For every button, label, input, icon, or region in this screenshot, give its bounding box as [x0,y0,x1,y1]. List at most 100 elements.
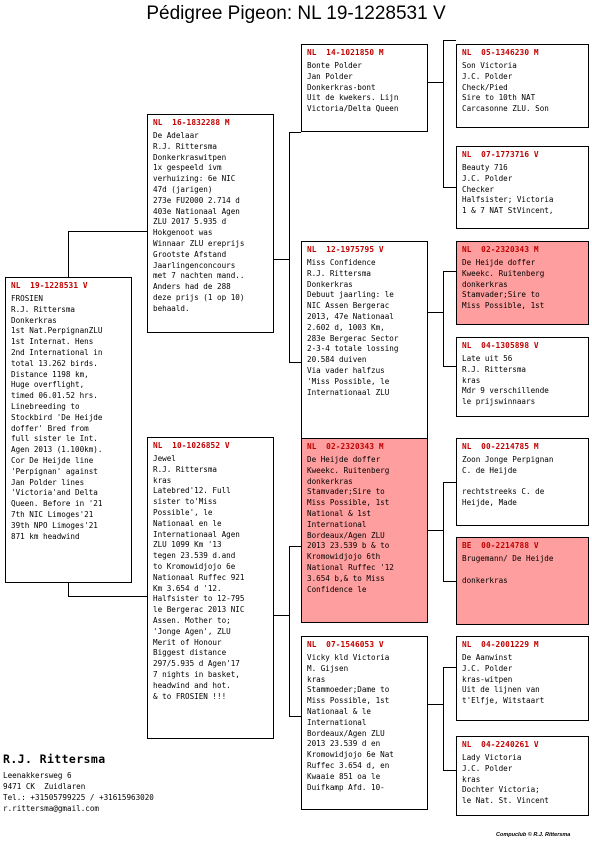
pedigree-line: Miss Possible, 1st [307,498,390,508]
pedigree-line: Distance 1198 km, [11,369,89,379]
pedigree-line: 283e Bergerac Sector [307,333,399,343]
pedigree-line: Checker [462,184,495,194]
pedigree-line: Beauty 716 [462,163,508,172]
pedigree-line: Zoon Jonge Perpignan [462,455,554,464]
pedigree-line: 297/5.935 d Agen'17 [153,659,240,669]
pedigree-line: kras [462,375,481,385]
ring-number: NL 07-1546053 V [307,640,384,649]
pedigree-line: le prijswinnaars [462,397,536,407]
pedigree-line: deze prijs (1 op 10) [153,292,245,302]
pedigree-line: Jan Polder [307,71,353,81]
pedigree-line: 1 & 7 NAT StVincent, [462,206,554,216]
pedigree-line: to Kromowidjojo 6e [153,561,236,571]
pedigree-line: Miss Possible, 1st [462,301,545,311]
pedigree-line: Anders had de 288 [153,282,231,292]
pedigree-line: Check/Pied [462,82,508,92]
pedigree-line: Dochter Victoria; [462,785,540,795]
pedigree-line: 1st Internat. Hens [11,337,94,347]
pedigree-line: Late uit 56 [462,354,513,363]
owner-email[interactable]: r.rittersma@gmail.com [3,804,100,813]
pedigree-line: Hokgenoot was [153,228,213,238]
pedigree-line: De Adelaar [153,131,199,140]
pedigree-line: National & 1st [307,508,372,518]
pedigree-line: Latebred'12. Full [153,486,231,496]
pedigree-line: Bordeaux/Agen ZLU [307,530,385,540]
pedigree-line: Kweekc. Ruitenberg [307,465,390,475]
pedigree-line: verhuizing: 6e NIC [153,174,236,184]
ring-number: NL 10-1026852 V [153,441,230,450]
pedigree-line: Carcasonne ZLU. Son [462,104,549,114]
pedigree-line: R.J. Rittersma [153,464,218,474]
pedigree-line: le Nat. St. Vincent [462,796,549,806]
pedigree-line: Huge overflight, [11,380,85,390]
pedigree-line: J.C. Polder [462,173,513,183]
pedigree-line: Confidence le [307,584,367,594]
pedigree-line: 'Miss Possible, le [307,376,390,386]
pedigree-line: J.C. Polder [462,663,513,673]
pedigree-line: Kweekc. Ruitenberg [462,268,545,278]
pedigree-line: 'Victoria'and Delta [11,488,98,498]
pedigree-line: kras [307,674,326,684]
pedigree-line: Brugemann/ De Heijde [462,554,554,563]
pedigree-line: 3.654 b,& to Miss [307,573,385,583]
pedigree-line: Miss Possible, 1st [307,696,390,706]
pedigree-line: 7 nights in basket, [153,669,240,679]
pedigree-line: doffer' Bred from [11,423,89,433]
pedigree-line: kras-witpen [462,674,513,684]
pedigree-line: Ruffec 3.654 d, en [307,760,390,770]
page-title: Pédigree Pigeon: NL 19-1228531 V [146,3,446,24]
pedigree-line: De Heijde doffer [462,258,536,267]
pedigree-line: le Bergerac 2013 NIC [153,605,245,615]
pedigree-line: Stockbird 'De Heijde [11,412,103,422]
pedigree-line: Halfsister to 12-795 [153,594,245,604]
pedigree-line: Sire to 10th NAT [462,93,536,103]
pedigree-line: J.C. Polder [462,763,513,773]
pedigree-line: Nationaal & le [307,706,372,716]
pedigree-line: Bonte Polder [307,61,362,70]
pigeon-card-dam-sire-dam[interactable]: BE 00-2214788 V Brugemann/ De Heijde don… [456,537,589,625]
ring-number: NL 16-1832288 M [153,118,230,127]
pedigree-line: FROSIEN [11,294,44,303]
pedigree-line: J.C. Polder [462,71,513,81]
pedigree-line: Uit de kwekers. Lijn [307,93,399,103]
pedigree-line: t'Elfje, Witstaart [462,696,545,706]
pedigree-line: International [307,519,367,529]
pedigree-line: R.J. Rittersma [11,304,76,314]
ring-number: NL 02-2320343 M [462,245,539,254]
pedigree-line: 7th NIC Limoges'21 [11,509,94,519]
pedigree-line: Stamvader;Sire to [307,487,385,497]
pedigree-line: M. Gijsen [307,663,349,673]
pedigree-line: Duifkamp Afd. 10- [307,782,385,792]
pedigree-line: Nationaal Ruffec 921 [153,572,245,582]
pedigree-line: 871 km headwind [11,531,80,541]
pedigree-line: 2013 23.539 d en [307,739,381,749]
ring-number: NL 19-1228531 V [11,281,88,290]
pedigree-line: Queen. Before in '21 [11,499,103,509]
ring-number: NL 00-2214785 M [462,442,539,451]
pedigree-line: Agen 2013 (1.100km). [11,445,103,455]
ring-number: NL 04-2001229 M [462,640,539,649]
pedigree-line: 2013, 47e Nationaal [307,311,394,321]
pedigree-line: Mdr 9 verschillende [462,386,549,396]
pedigree-line: Donkerkras [307,279,353,289]
pedigree-line: Internationaal Agen [153,529,240,539]
pedigree-line: 273e FU2000 2.714 d [153,195,240,205]
pedigree-line: Lady Victoria [462,753,522,762]
pedigree-line: Son Victoria [462,61,517,70]
pedigree-line: ZLU 2017 5.935 d [153,217,227,227]
pedigree-line: Jan Polder lines [11,477,85,487]
